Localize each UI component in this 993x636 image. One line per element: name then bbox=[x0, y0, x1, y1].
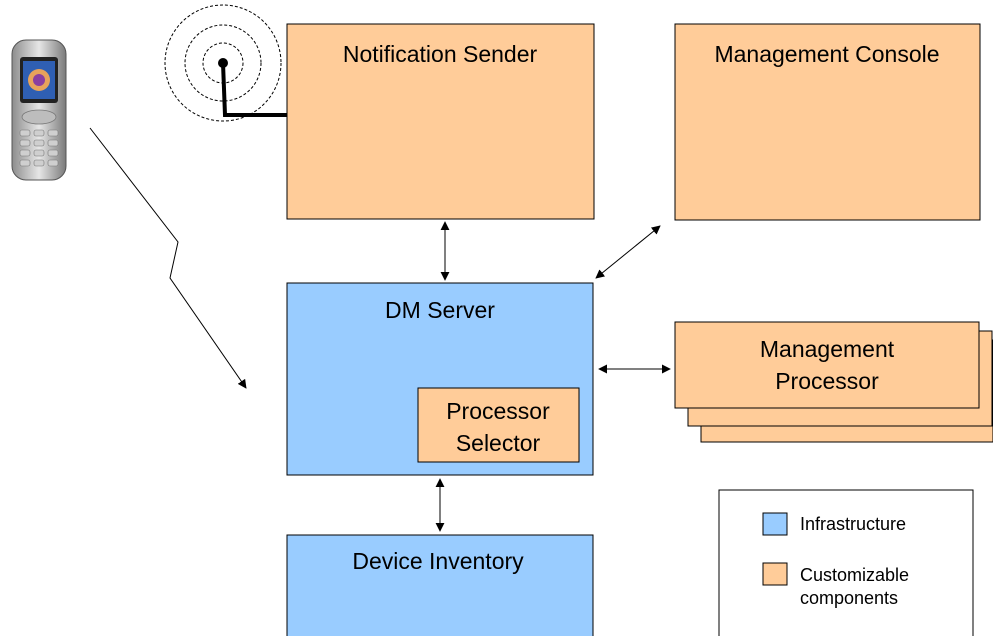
management-processor-stack: Management Processor bbox=[674, 321, 993, 443]
processor-selector-label-line2: Selector bbox=[456, 430, 541, 456]
management-console-box: Management Console bbox=[674, 23, 981, 221]
wireless-link bbox=[89, 127, 247, 389]
processor-selector-box: Processor Selector bbox=[417, 387, 580, 463]
notification-sender-label: Notification Sender bbox=[343, 41, 538, 67]
arrow-console-dm bbox=[595, 225, 661, 279]
legend: Infrastructure Customizable components bbox=[718, 489, 974, 636]
management-processor-label-line1: Management bbox=[760, 336, 895, 362]
notification-sender-box: Notification Sender bbox=[286, 23, 595, 220]
legend-label-customizable-line1: Customizable bbox=[800, 565, 909, 585]
mobile-phone-icon bbox=[11, 39, 67, 181]
processor-selector-label-line1: Processor bbox=[446, 398, 550, 424]
antenna-icon bbox=[164, 4, 287, 122]
management-processor-label-line2: Processor bbox=[775, 368, 879, 394]
device-inventory-box: Device Inventory bbox=[286, 534, 594, 636]
legend-swatch-customizable bbox=[762, 562, 788, 586]
legend-swatch-infrastructure bbox=[762, 512, 788, 536]
legend-label-customizable-line2: components bbox=[800, 588, 898, 608]
management-console-label: Management Console bbox=[714, 41, 939, 67]
device-inventory-label: Device Inventory bbox=[352, 548, 524, 574]
dm-server-label: DM Server bbox=[385, 297, 495, 323]
legend-label-infrastructure: Infrastructure bbox=[800, 514, 906, 534]
management-processor-box bbox=[674, 321, 980, 409]
